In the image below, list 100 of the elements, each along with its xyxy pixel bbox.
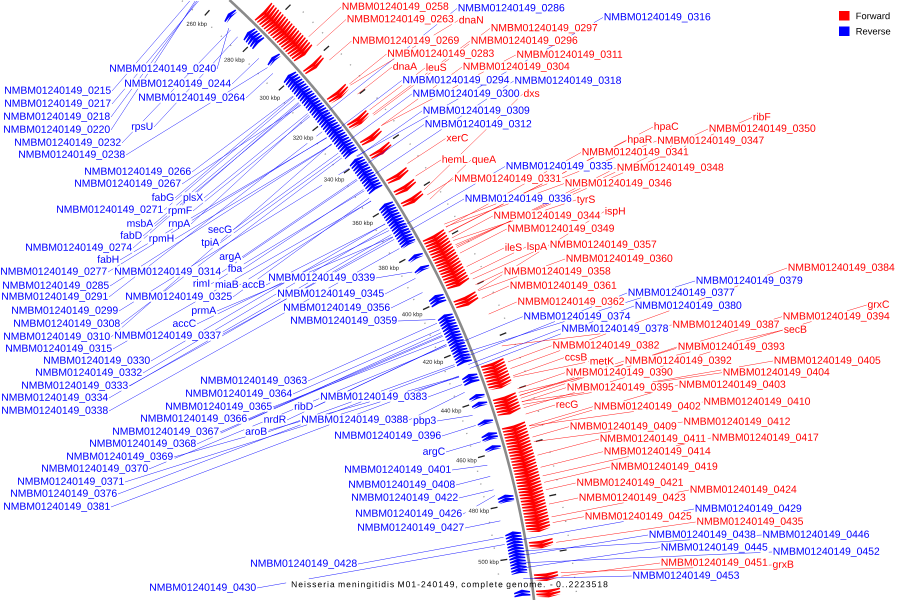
leader-line (182, 105, 302, 184)
gene-label: fabD (120, 231, 142, 239)
leader-line (542, 438, 712, 476)
leader-line (108, 132, 322, 298)
gene-label: NMBM01240149_0411 (600, 434, 706, 444)
leader-line (472, 244, 550, 280)
gene-label: tyrS (576, 196, 595, 205)
gene-label: NMBM01240149_0277 (1, 268, 107, 277)
leader-line (522, 547, 660, 568)
gene-label: NMBM01240149_0336 (466, 194, 572, 204)
gene-label: NMBM01240149_0244 (125, 80, 231, 89)
gene-label: NMBM01240149_0286 (458, 4, 564, 14)
leader-line (427, 178, 454, 196)
gene-label: NMBM01240149_0358 (504, 267, 610, 277)
gene-label: fabH (97, 255, 118, 263)
gene-label: lspA (528, 242, 548, 252)
leader-line (546, 482, 576, 490)
leader-line (308, 6, 342, 37)
leader-line (523, 576, 632, 579)
leader-line (190, 114, 309, 224)
leader-line (196, 332, 442, 444)
leader-line (316, 19, 346, 46)
leader-line (120, 158, 342, 324)
gene-label: NMBM01240149_0299 (12, 306, 118, 316)
leader-line (465, 292, 628, 358)
gene-label: NMBM01240149_0383 (321, 392, 427, 402)
leader-line (475, 271, 504, 285)
gene-label: grxC (868, 300, 890, 310)
leader-line (398, 319, 436, 322)
gene-label: NMBM01240149_0376 (11, 490, 117, 499)
gene-label: NMBM01240149_0217 (5, 100, 111, 109)
leader-line (324, 8, 458, 114)
gene-label: NMBM01240149_0294 (403, 76, 510, 86)
gene-label: NMBM01240149_0370 (42, 464, 148, 474)
gene-label: secB (784, 326, 806, 333)
gene-label: NMBM01240149_0417 (712, 434, 818, 443)
gene-label: NMBM01240149_0274 (26, 244, 132, 253)
gene-label: NMBM01240149_0379 (696, 276, 802, 286)
leader-line (456, 476, 490, 486)
gene-label: NMBM01240149_0218 (4, 112, 110, 122)
leader-line (530, 384, 678, 429)
gene-label: rimI (194, 279, 210, 287)
leader-line (520, 346, 678, 399)
gene-label: NMBM01240149_0438 (650, 530, 756, 540)
gene-label: NMBM01240149_0360 (566, 254, 672, 264)
leader-line (407, 138, 446, 164)
gene-label: NMBM01240149_0410 (704, 398, 810, 407)
leader-line (517, 508, 694, 541)
leader-line (376, 272, 412, 278)
leader-line (456, 128, 708, 246)
leader-line (428, 384, 462, 398)
leader-line (216, 28, 229, 70)
gene-label: NMBM01240149_0337 (115, 332, 221, 341)
leader-line (112, 0, 190, 92)
gene-label: fba (228, 264, 242, 272)
gene-label: ribD (294, 402, 313, 410)
gene-label: NMBM01240149_0285 (3, 282, 109, 291)
leader-line (448, 126, 654, 232)
leader-line (519, 316, 782, 396)
gene-label: ispH (606, 206, 625, 217)
gene-label: NMBM01240149_0378 (562, 324, 668, 334)
leader-line (148, 346, 448, 470)
gene-label: NMBM01240149_0414 (604, 447, 710, 457)
gene-label: fabG (152, 193, 174, 201)
gene-label: ccsB (565, 353, 587, 361)
gene-label: NMBM01240149_0453 (633, 572, 739, 581)
leader-line (458, 490, 494, 498)
gene-label: NMBM01240149_0338 (2, 406, 108, 416)
leader-line (110, 376, 459, 508)
leader-line (460, 228, 507, 254)
gene-label: recG (556, 400, 578, 408)
leader-line (242, 189, 364, 270)
leader-line (357, 66, 392, 94)
leader-line (459, 316, 523, 344)
leader-line (346, 94, 412, 142)
leader-line (192, 96, 294, 172)
leader-line (363, 124, 424, 166)
leader-line (174, 376, 460, 458)
gene-label: NMBM01240149_0220 (4, 126, 110, 135)
gene-label: NMBM01240149_0361 (510, 282, 616, 291)
gene-label: NMBM01240149_0291 (2, 292, 108, 302)
leader-line (552, 516, 584, 523)
leader-line (466, 248, 504, 267)
gene-label: NMBM01240149_0339 (269, 274, 375, 283)
leader-line (446, 152, 582, 228)
gene-label: NMBM01240149_0258 (342, 2, 448, 12)
gene-label: NMBM01240149_0333 (22, 382, 128, 391)
gene-label: NMBM01240149_0318 (515, 76, 621, 86)
leader-line (110, 144, 332, 338)
leader-line (336, 80, 402, 130)
leader-line (560, 564, 772, 573)
gene-label: NMBM01240149_0316 (604, 13, 710, 22)
gene-label: rpmF (168, 206, 192, 216)
gene-label: NMBM01240149_0381 (4, 502, 110, 512)
leader-line (314, 344, 446, 408)
leader-line (540, 451, 604, 468)
gene-label: NMBM01240149_0345 (278, 290, 384, 299)
leader-line (442, 425, 476, 436)
gene-label: accB (242, 280, 265, 288)
leader-line (518, 330, 784, 393)
